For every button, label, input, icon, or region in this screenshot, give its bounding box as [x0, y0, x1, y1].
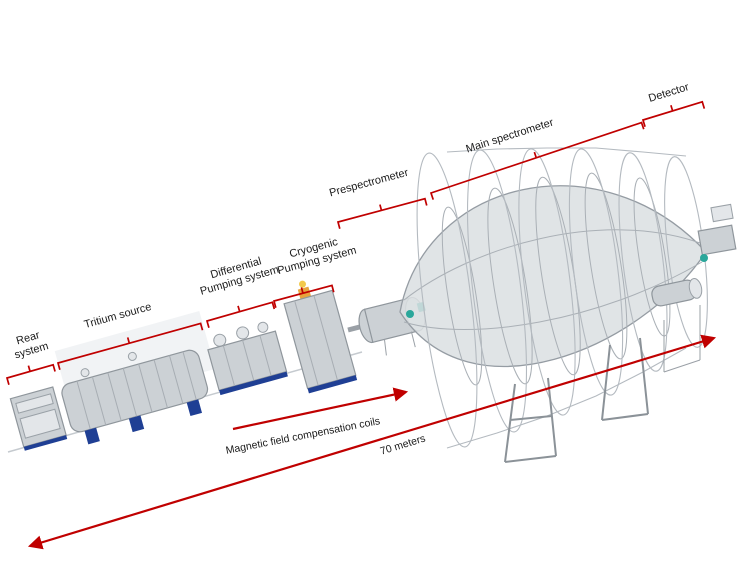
vessel-hull [399, 185, 707, 367]
bracket-prespectrometer [336, 197, 428, 229]
rear-system-drawing [9, 386, 68, 451]
cryogenic-pumping-drawing [283, 280, 358, 394]
differential-pumping-drawing [207, 321, 288, 396]
bracket-detector [641, 100, 706, 127]
bracket-differential-pumping [205, 301, 276, 328]
pump-port [651, 278, 703, 307]
scale-arrow-70m [27, 334, 717, 550]
beam-valve [406, 310, 414, 318]
detector-drawing [663, 203, 737, 373]
main-spectrometer-drawing [399, 147, 737, 463]
annotation-arrows [27, 334, 717, 550]
bracket-cryogenic-pumping [272, 284, 335, 308]
bracket-main-spectrometer [429, 121, 645, 200]
hull-seam-lower [403, 261, 703, 330]
